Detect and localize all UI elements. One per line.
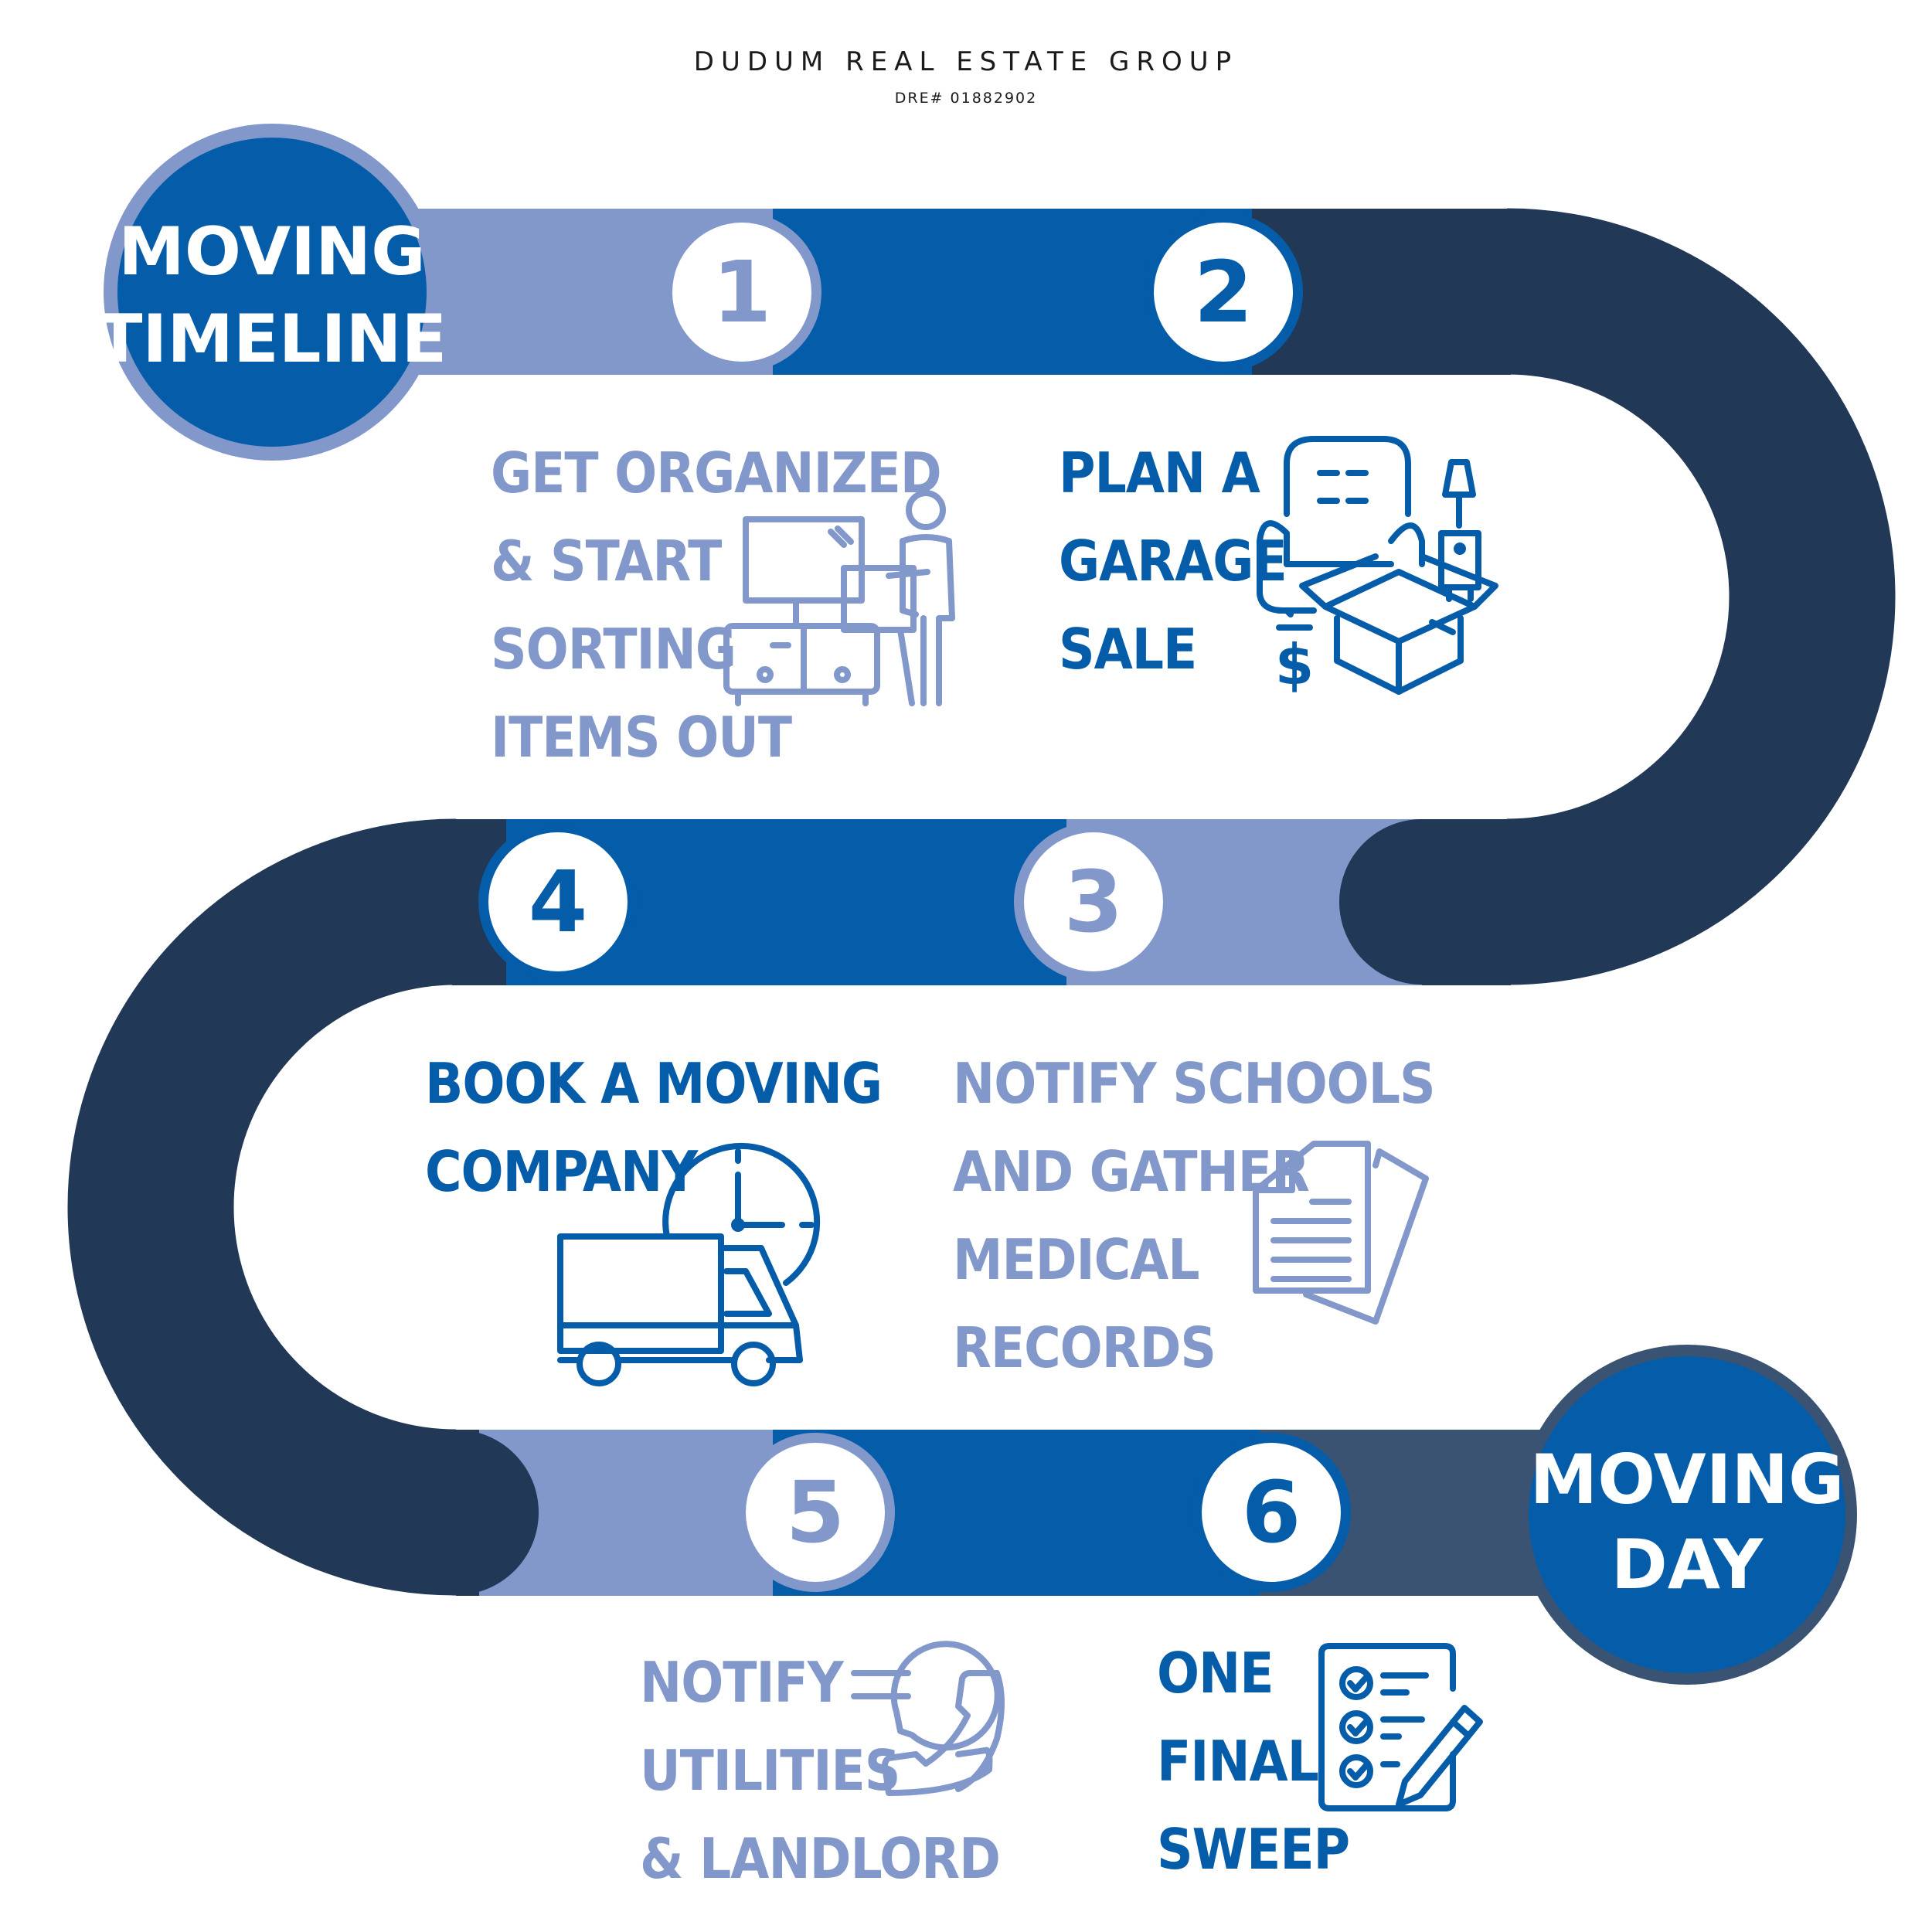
step-text-4: BOOK A MOVING COMPANY <box>425 1051 883 1204</box>
svg-text:$: $ <box>1275 632 1314 697</box>
road-curve-right <box>1505 208 1896 985</box>
person-tv-desk-icon <box>723 490 955 706</box>
step-number-1: 1 <box>713 243 772 342</box>
step-text-2: PLAN A GARAGE SALE <box>1059 440 1287 682</box>
step-marker-1: 1 <box>662 213 821 372</box>
end-badge-line1: MOVING <box>1530 1440 1845 1519</box>
furniture-box-dollar-icon: $ <box>1257 436 1498 697</box>
truck-clock-icon <box>557 1142 821 1386</box>
step-number-3: 3 <box>1064 852 1124 951</box>
step-marker-5: 5 <box>736 1433 895 1592</box>
start-badge-line2: TIMELINE <box>97 301 447 378</box>
end-badge-line2: DAY <box>1611 1525 1764 1604</box>
phone-chat-icon <box>851 1641 1005 1796</box>
road-segment <box>1422 819 1511 985</box>
brand-license: DRE# 01882902 <box>894 90 1038 107</box>
step-number-4: 4 <box>529 852 588 951</box>
step-text-5: NOTIFY UTILITIES & LANDLORD <box>640 1650 1001 1891</box>
checklist-pencil-icon <box>1318 1643 1483 1811</box>
step-text-3: NOTIFY SCHOOLS AND GATHER MEDICAL RECORD… <box>953 1051 1436 1380</box>
step-marker-2: 2 <box>1144 213 1303 372</box>
start-badge <box>117 138 427 447</box>
step-number-5: 5 <box>786 1463 845 1562</box>
step-number-6: 6 <box>1242 1463 1301 1562</box>
step-marker-3: 3 <box>1014 822 1173 981</box>
road-curve-left <box>67 818 457 1596</box>
step-marker-6: 6 <box>1192 1433 1351 1592</box>
documents-icon <box>1253 1141 1429 1325</box>
step-marker-4: 4 <box>478 822 638 981</box>
step-text-1: GET ORGANIZED & START SORTING ITEMS OUT <box>491 440 942 770</box>
step-number-2: 2 <box>1194 243 1253 342</box>
step-text-6: ONE FINAL SWEEP <box>1157 1641 1350 1882</box>
road-segment <box>456 1430 479 1596</box>
brand-name: DUDUM REAL ESTATE GROUP <box>693 46 1239 77</box>
start-badge-line1: MOVING <box>118 213 426 291</box>
end-badge <box>1529 1356 1845 1673</box>
